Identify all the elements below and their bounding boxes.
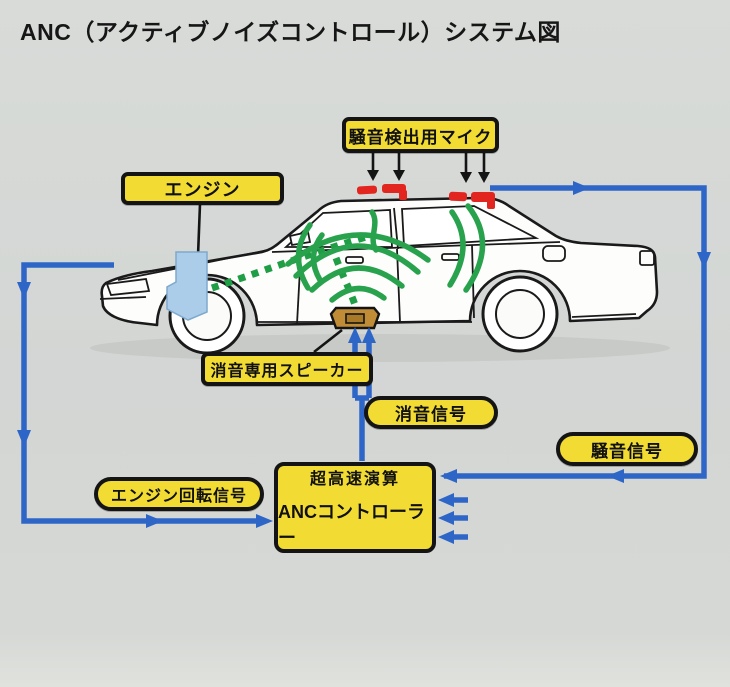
engine-rotation-path <box>17 262 273 528</box>
page-title: ANC（アクティブノイズコントロール）システム図 <box>20 19 561 45</box>
mic-marks <box>356 184 495 209</box>
car-illustration <box>90 196 670 362</box>
engine-noise-dotted-path <box>210 233 367 307</box>
engine-pointer-line <box>196 203 202 257</box>
cancel-signal-label-text: 消音信号 <box>395 405 467 424</box>
speaker-label: 消音専用スピーカー <box>201 352 373 386</box>
noise-mic-label-text: 騒音検出用マイク <box>348 127 493 147</box>
rear-wheel <box>481 275 559 353</box>
anc-controller-subtitle: 超高速演算 <box>309 471 400 488</box>
controller-input-arrows <box>438 493 468 544</box>
noise-signal-path <box>440 181 711 483</box>
noise-mic-label: 騒音検出用マイク <box>342 117 499 153</box>
speaker-pointer-line <box>313 328 343 354</box>
anc-controller-box: 超高速演算 ANCコントローラー <box>274 462 436 553</box>
engine-shape <box>166 251 208 321</box>
engine-rotation-label-text: エンジン回転信号 <box>110 488 247 505</box>
noise-signal-label-text: 騒音信号 <box>591 441 663 461</box>
anc-controller-title: ANCコントローラー <box>278 502 425 548</box>
engine-label-text: エンジン <box>164 179 241 200</box>
speaker-shape <box>313 306 381 354</box>
engine-label: エンジン <box>121 172 284 205</box>
cancel-signal-label: 消音信号 <box>364 396 498 429</box>
sound-waves <box>285 203 486 303</box>
mic-pointer-arrows <box>367 152 490 183</box>
speaker-label-text: 消音専用スピーカー <box>210 363 364 380</box>
noise-signal-label: 騒音信号 <box>556 432 698 466</box>
cancel-signal-path <box>348 327 376 461</box>
engine-rotation-label: エンジン回転信号 <box>94 477 264 511</box>
